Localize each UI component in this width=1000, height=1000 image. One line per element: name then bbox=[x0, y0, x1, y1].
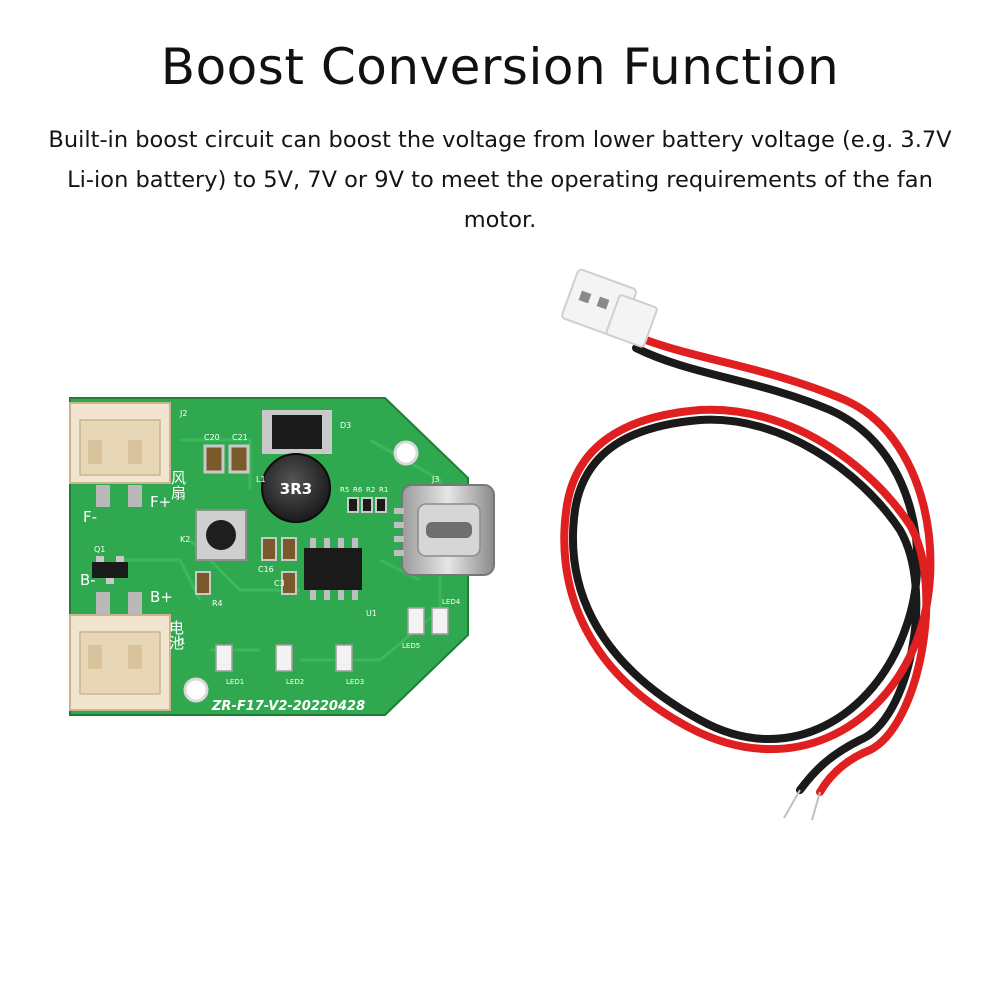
battery-minus-label: B- bbox=[80, 571, 96, 589]
ref-led4: LED4 bbox=[442, 598, 461, 606]
inductor-l1: 3R3 bbox=[261, 453, 331, 523]
ref-r1: R1 bbox=[379, 486, 388, 494]
ref-led2: LED2 bbox=[286, 678, 304, 686]
ref-j2: J2 bbox=[179, 409, 187, 418]
fan-minus-label: F- bbox=[83, 508, 97, 526]
ref-d3: D3 bbox=[340, 421, 351, 430]
ref-q1: Q1 bbox=[94, 545, 105, 554]
ref-c16: C16 bbox=[258, 565, 274, 574]
ref-j3: J3 bbox=[431, 475, 439, 484]
fan-cable bbox=[560, 268, 935, 821]
fan-plus-label: F+ bbox=[150, 493, 171, 511]
ref-r5: R5 bbox=[340, 486, 349, 494]
red-wire bbox=[560, 336, 935, 796]
ref-r6: R6 bbox=[353, 486, 363, 494]
mounting-hole bbox=[393, 440, 419, 466]
ref-r2: R2 bbox=[366, 486, 375, 494]
ref-led1: LED1 bbox=[226, 678, 244, 686]
pcb-board: 3R3 bbox=[69, 397, 495, 716]
tactile-button bbox=[195, 509, 247, 561]
ref-l1: L1 bbox=[256, 475, 266, 484]
jst-connector bbox=[561, 268, 658, 348]
product-photo: 3R3 bbox=[69, 268, 935, 821]
ref-c20: C20 bbox=[204, 433, 220, 442]
ref-j1: J1 bbox=[177, 637, 185, 646]
ref-c3: C3 bbox=[274, 579, 285, 588]
small-components bbox=[195, 497, 387, 595]
mounting-hole bbox=[183, 677, 209, 703]
black-wire bbox=[569, 344, 922, 794]
ref-led5: LED5 bbox=[402, 642, 420, 650]
ref-k2: K2 bbox=[180, 535, 190, 544]
board-model-marking: ZR-F17-V2-20220428 bbox=[211, 699, 365, 714]
ref-c21: C21 bbox=[232, 433, 248, 442]
battery-chinese-label: 电池 bbox=[167, 620, 185, 650]
fan-connector bbox=[69, 402, 171, 507]
page-title: Boost Conversion Function bbox=[160, 38, 840, 96]
battery-connector bbox=[69, 592, 171, 711]
diode-d3 bbox=[262, 410, 332, 454]
chip-u1 bbox=[304, 538, 362, 600]
transistor-q1 bbox=[92, 556, 128, 584]
led-indicators bbox=[215, 607, 449, 672]
fan-chinese-label: 风扇 bbox=[169, 470, 187, 500]
ref-led3: LED3 bbox=[346, 678, 364, 686]
battery-plus-label: B+ bbox=[150, 588, 173, 606]
capacitor-group bbox=[203, 444, 250, 474]
ref-r4: R4 bbox=[212, 599, 223, 608]
stripped-wire-ends bbox=[783, 789, 821, 821]
usb-c-port bbox=[394, 484, 495, 576]
inductor-marking: 3R3 bbox=[280, 480, 312, 498]
ref-u1: U1 bbox=[366, 609, 377, 618]
page-description: Built-in boost circuit can boost the vol… bbox=[48, 127, 952, 233]
